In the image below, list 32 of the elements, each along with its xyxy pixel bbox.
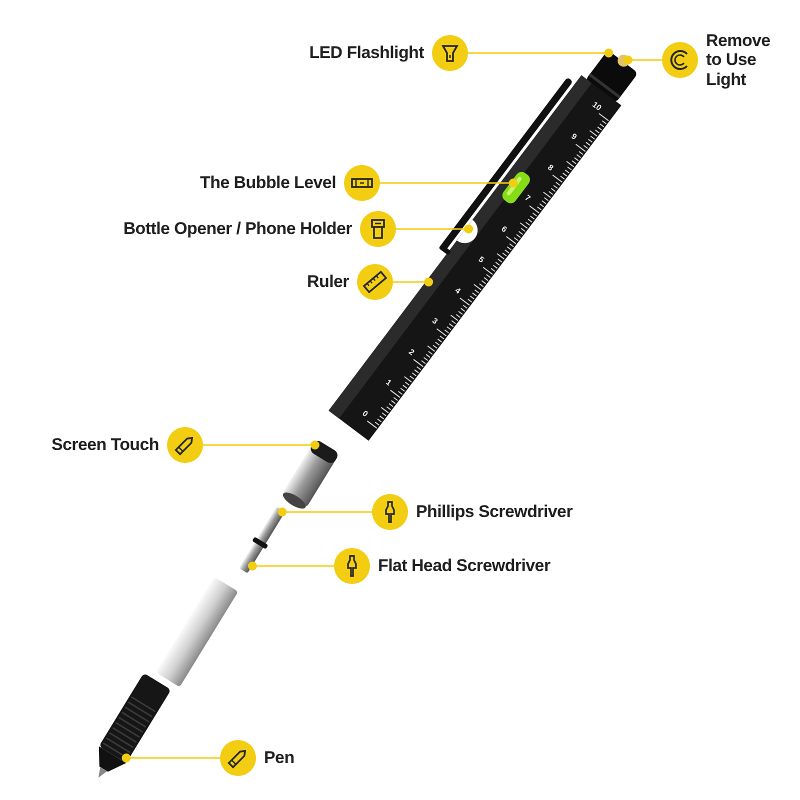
- leader-line: [278, 508, 372, 516]
- bottle-opener-notch: [456, 220, 478, 244]
- callout-label: LED Flashlight: [309, 43, 424, 63]
- callout-label: Pen: [264, 748, 294, 768]
- ruler-number: 10: [590, 100, 602, 113]
- ruler-number: 7: [522, 194, 532, 204]
- callout-label: Phillips Screwdriver: [416, 502, 573, 522]
- leader-line: [396, 224, 474, 234]
- leader-line: [203, 440, 320, 450]
- pen-grip-and-tip: [98, 672, 172, 778]
- ruler-number: 5: [476, 256, 485, 265]
- ruler-number: 4: [453, 286, 462, 296]
- ruler-number: 1: [384, 378, 392, 388]
- stylus-cap: [282, 438, 340, 509]
- ruler-number: 2: [407, 348, 416, 358]
- callout-label: Screen Touch: [51, 435, 159, 455]
- callout-label: Flat Head Screwdriver: [378, 556, 550, 576]
- ruler-number: 0: [360, 410, 370, 419]
- callout-label: Ruler: [307, 272, 349, 292]
- ruler-number: 8: [546, 164, 554, 173]
- leader-line: [623, 56, 662, 64]
- callout-label: Bottle Opener / Phone Holder: [123, 219, 352, 239]
- ruler-number: 9: [569, 132, 578, 142]
- leader-line: [468, 48, 614, 58]
- leader-line: [122, 754, 220, 762]
- callout-label: Remove to Use Light: [706, 30, 772, 90]
- leader-line: [393, 278, 434, 286]
- leader-line: [380, 178, 518, 188]
- ruler-number: 3: [430, 317, 439, 326]
- leader-line: [248, 562, 334, 570]
- callout-label: The Bubble Level: [200, 173, 336, 193]
- ruler-number: 6: [500, 225, 508, 234]
